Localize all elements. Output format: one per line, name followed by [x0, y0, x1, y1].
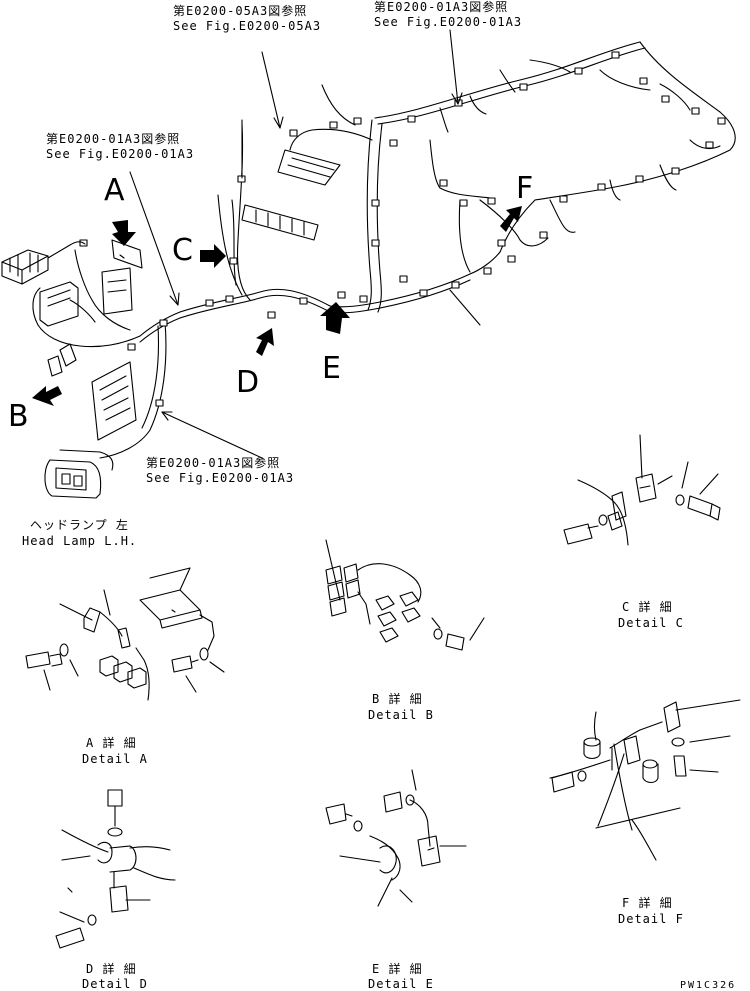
detail-e-title-en: Detail E: [368, 977, 434, 991]
reference-label-01a3-bottom-en: See Fig.E0200-01A3: [146, 471, 295, 485]
detail-d-title-jp: D 詳 細: [86, 962, 137, 976]
reference-label-05a3-jp: 第E0200-05A3図参照: [173, 4, 308, 18]
reference-label-01a3-top-jp: 第E0200-01A3図参照: [374, 0, 509, 14]
detail-b-drawing: [325, 539, 485, 651]
arrow-d: [256, 328, 274, 356]
view-letter-a: A: [104, 173, 125, 208]
detail-a-title-en: Detail A: [82, 752, 148, 766]
detail-e-title-jp: E 詳 細: [372, 962, 423, 976]
arrow-b: [32, 386, 62, 406]
detail-f-drawing: [549, 699, 741, 861]
detail-b-title-en: Detail B: [368, 708, 434, 722]
detail-c-title-en: Detail C: [618, 616, 684, 630]
head-lamp-label-jp: ヘッドランプ 左: [30, 518, 129, 532]
view-letter-f: F: [516, 171, 534, 206]
drawing-code: PW1C326: [680, 980, 737, 991]
reference-label-01a3-left-jp: 第E0200-01A3図参照: [46, 132, 181, 146]
arrow-c: [200, 244, 226, 268]
leader-lines: [129, 29, 481, 459]
detail-b-title-jp: B 詳 細: [372, 692, 423, 706]
reference-label-01a3-left-en: See Fig.E0200-01A3: [46, 147, 195, 161]
view-arrows: [32, 206, 522, 406]
detail-f-title-jp: F 詳 細: [622, 896, 673, 910]
detail-a-title-jp: A 詳 細: [86, 736, 137, 750]
left-components: [1, 239, 143, 499]
detail-f-title-en: Detail F: [618, 912, 684, 926]
arrow-f: [500, 206, 522, 232]
detail-d-title-en: Detail D: [82, 977, 148, 991]
arrow-e: [320, 302, 350, 334]
detail-c-title-jp: C 詳 細: [622, 600, 673, 614]
detail-d-drawing: [55, 789, 176, 949]
arrow-a: [112, 220, 136, 246]
detail-c-drawing: [563, 434, 721, 546]
head-lamp-label-en: Head Lamp L.H.: [22, 534, 138, 548]
view-letter-c: C: [172, 233, 193, 268]
reference-label-05a3-en: See Fig.E0200-05A3: [173, 19, 322, 33]
main-harness: [32, 41, 736, 459]
view-letter-b: B: [8, 399, 29, 434]
reference-label-01a3-bottom-jp: 第E0200-01A3図参照: [146, 456, 281, 470]
reference-label-01a3-top-en: See Fig.E0200-01A3: [374, 15, 523, 29]
detail-e-drawing: [325, 769, 467, 907]
detail-a-drawing: [25, 567, 225, 701]
view-letter-d: D: [236, 365, 260, 400]
view-letter-e: E: [322, 351, 341, 386]
